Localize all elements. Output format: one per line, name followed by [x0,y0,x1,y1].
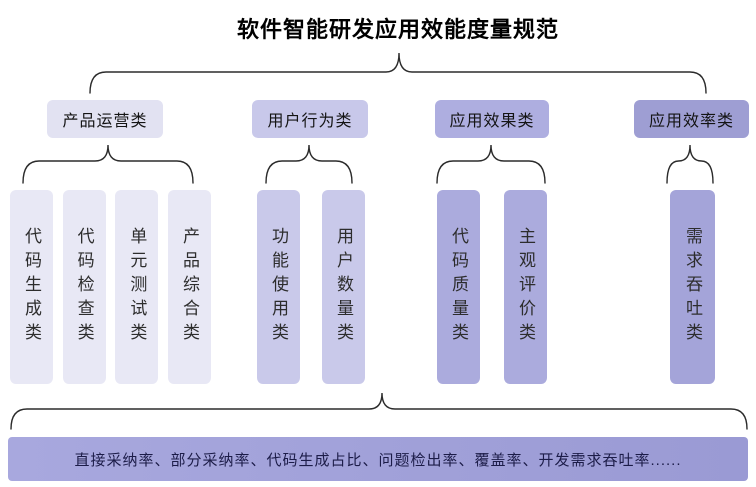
child-box-label: 代码质量类 [449,227,468,347]
child-box-code-quality: 代码质量类 [437,190,480,384]
child-box-label: 用户数量类 [334,227,353,347]
category-header-user-behavior: 用户行为类 [252,100,368,138]
brace-path [436,144,546,184]
category-label: 应用效率类 [648,113,734,130]
category-label: 应用效果类 [449,113,535,130]
brace-path [22,144,194,184]
child-box-feature-usage: 功能使用类 [257,190,300,384]
group-product-operations: 代码生成类 代码检查类 单元测试类 产品综合类 [10,190,211,384]
child-box-label: 产品综合类 [179,227,199,347]
child-box-code-generation: 代码生成类 [10,190,53,384]
child-box-code-inspection: 代码检查类 [62,190,106,384]
child-box-label: 代码生成类 [22,227,41,347]
brace-path [265,144,353,184]
diagram-title: 软件智能研发应用效能度量规范 [236,17,559,42]
category-header-product-operations: 产品运营类 [47,100,163,138]
child-box-label: 功能使用类 [269,227,288,347]
brace-path [10,392,748,430]
child-box-label: 主观评价类 [516,227,535,347]
category-header-application-efficiency: 应用效率类 [634,100,749,138]
group-application-efficiency: 需求吞吐类 [670,190,715,384]
metrics-banner-text: 直接采纳率、部分采纳率、代码生成占比、问题检出率、覆盖率、开发需求吞吐率....… [74,451,682,469]
brace-path [89,52,707,94]
category-label: 产品运营类 [62,113,148,130]
group-user-behavior: 功能使用类 用户数量类 [257,190,365,384]
child-box-unit-testing: 单元测试类 [115,190,159,384]
child-box-requirement-throughput: 需求吞吐类 [670,190,715,384]
child-box-label: 代码检查类 [74,227,94,347]
category-label: 用户行为类 [267,113,353,130]
child-box-product-comprehensive: 产品综合类 [167,190,211,384]
category-header-application-effect: 应用效果类 [435,100,549,138]
child-box-subjective-evaluation: 主观评价类 [504,190,547,384]
brace-path [666,144,714,184]
child-box-label: 需求吞吐类 [683,227,702,347]
child-box-label: 单元测试类 [127,227,147,347]
group-application-effect: 代码质量类 主观评价类 [437,190,547,384]
child-box-user-count: 用户数量类 [322,190,365,384]
metrics-banner: 直接采纳率、部分采纳率、代码生成占比、问题检出率、覆盖率、开发需求吞吐率....… [8,437,748,481]
